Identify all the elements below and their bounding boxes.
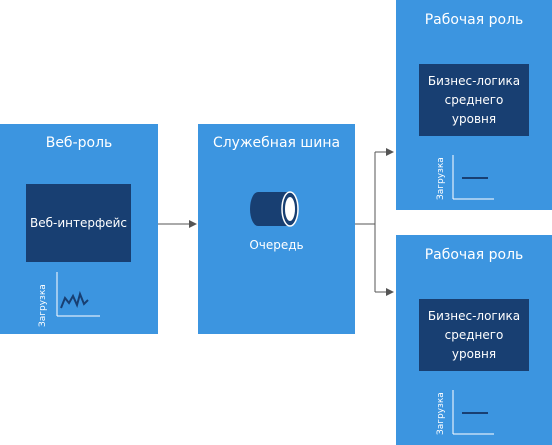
web-role-panel: Веб-роль Веб-интерфейс Загрузка (0, 124, 158, 334)
business-logic-box-1: Бизнес-логика среднего уровня (419, 64, 529, 136)
worker-role-2-title: Рабочая роль (424, 247, 524, 263)
web-role-load-line (60, 290, 89, 309)
worker-role-1-title: Рабочая роль (424, 12, 524, 28)
business-logic-box-2: Бизнес-логика среднего уровня (419, 299, 529, 371)
service-bus-panel: Служебная шина Очередь (198, 124, 355, 334)
business-logic-label-2: Бизнес-логика среднего уровня (427, 308, 521, 361)
queue-label: Очередь (249, 238, 304, 252)
worker-role-2-panel: Рабочая роль Бизнес-логика среднего уров… (396, 235, 552, 445)
business-logic-label-1: Бизнес-логика среднего уровня (427, 73, 521, 126)
worker-role-1-chart-ylabel: Загрузка (436, 157, 446, 200)
web-role-chart-ylabel: Загрузка (38, 284, 48, 327)
worker-role-1-load-chart (452, 155, 494, 200)
web-role-load-chart (56, 272, 100, 317)
worker-role-2-chart-ylabel: Загрузка (436, 392, 446, 435)
web-interface-label: Веб-интерфейс (29, 215, 128, 230)
web-role-title: Веб-роль (45, 135, 113, 151)
worker-role-2-load-chart (452, 390, 494, 435)
queue-icon (250, 191, 299, 227)
worker-role-1-panel: Рабочая роль Бизнес-логика среднего уров… (396, 0, 552, 210)
service-bus-title: Служебная шина (212, 135, 341, 151)
web-interface-box: Веб-интерфейс (26, 184, 131, 262)
